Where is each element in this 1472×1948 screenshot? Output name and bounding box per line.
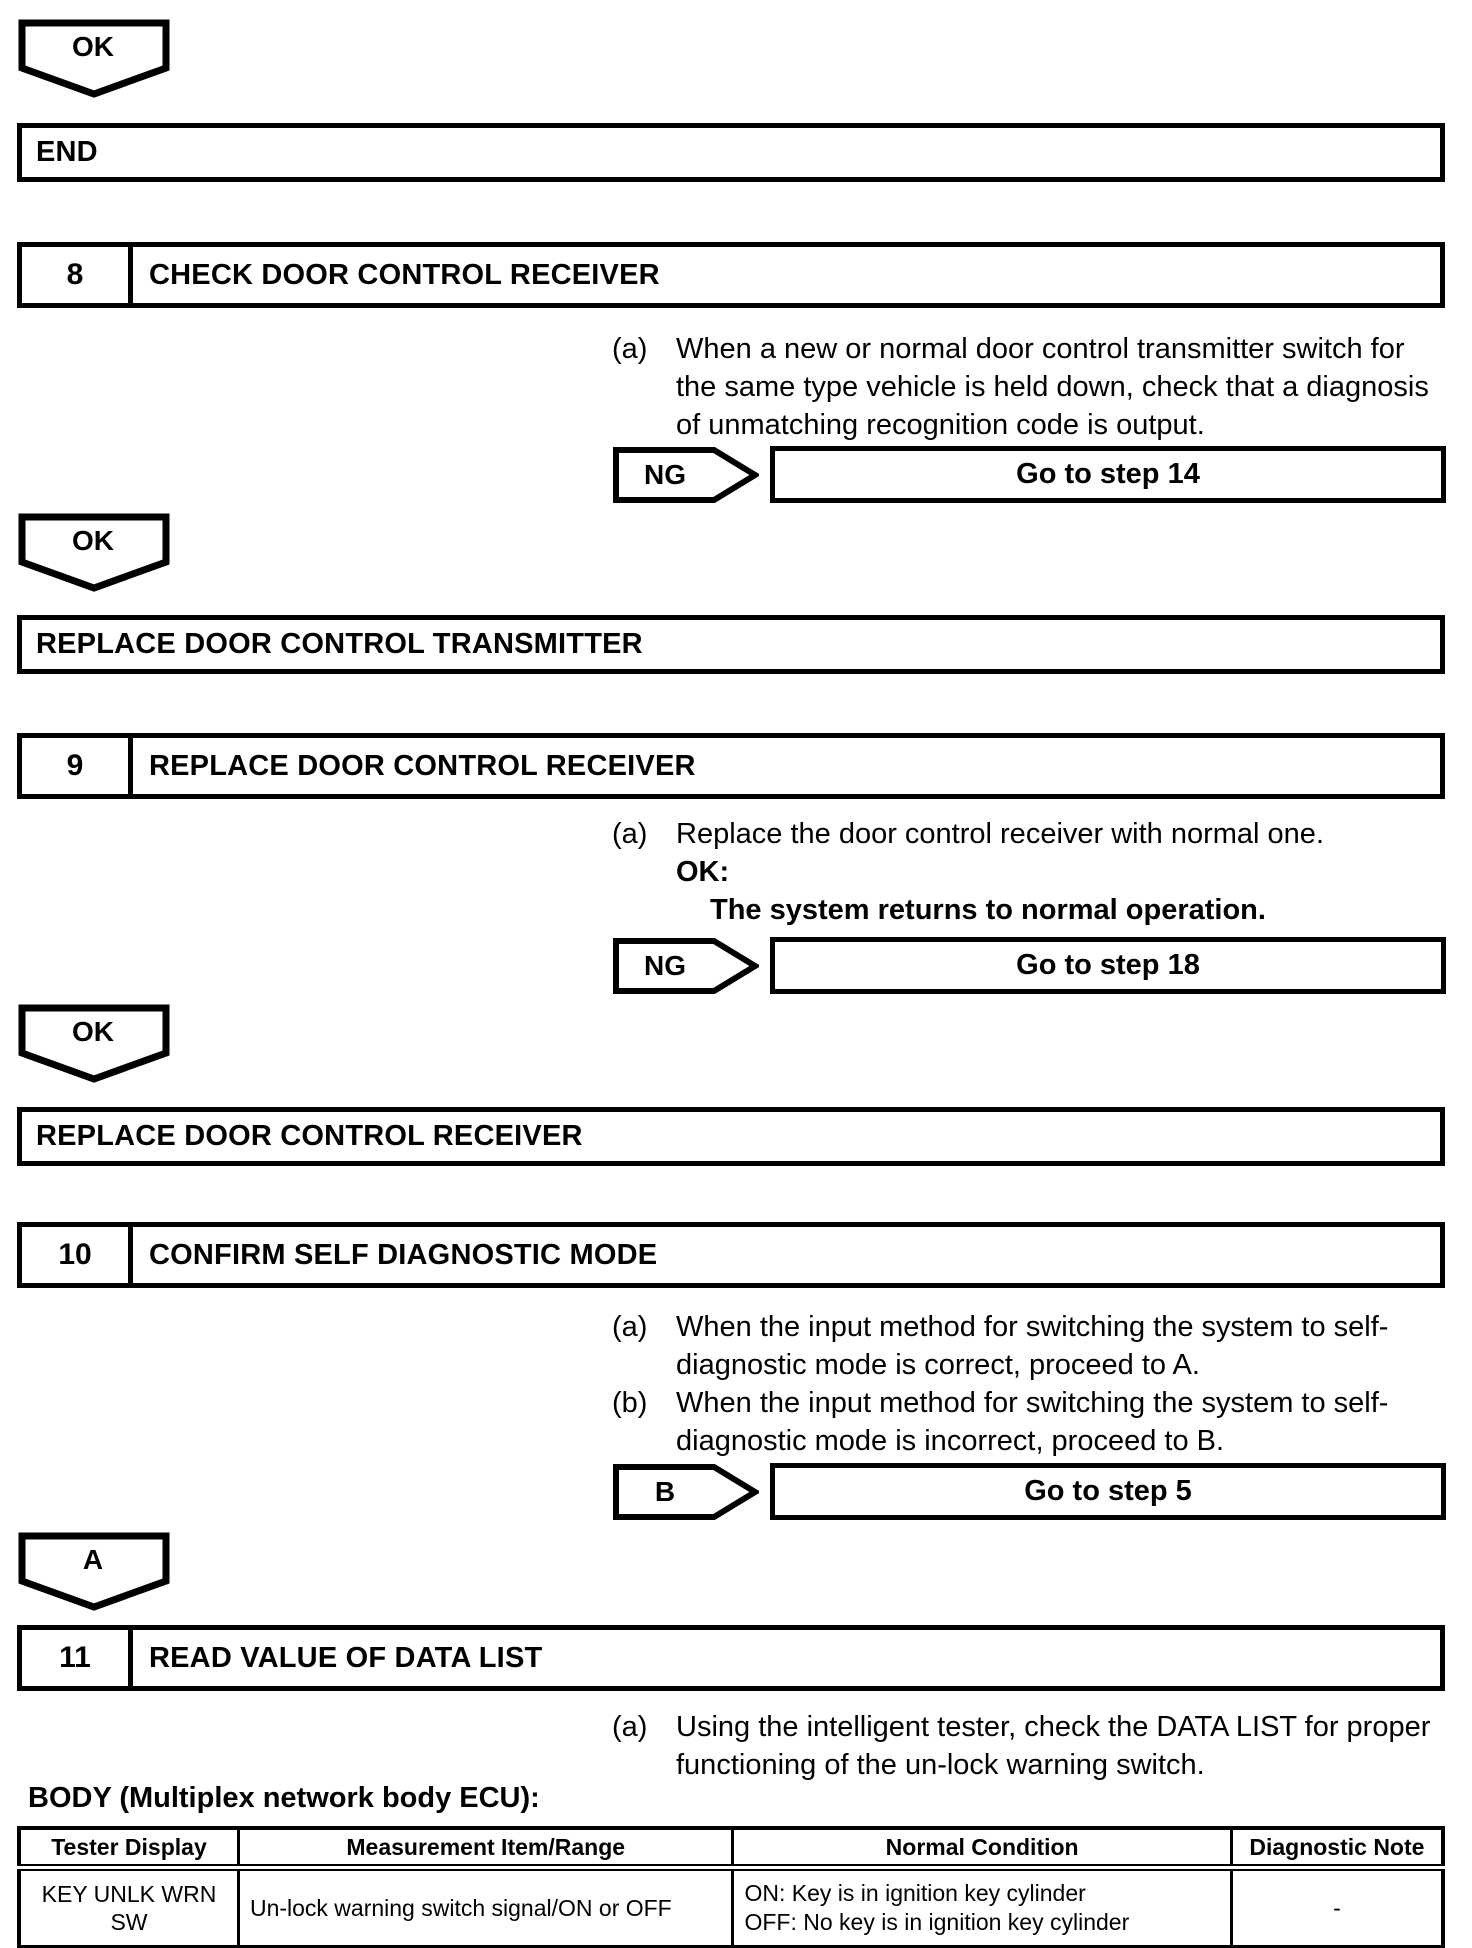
cell-normal-condition: ON: Key is in ignition key cylinder OFF:… bbox=[731, 1866, 1233, 1948]
down-connector-icon bbox=[18, 1532, 170, 1611]
end-label: END bbox=[36, 136, 98, 168]
replace-receiver-box: REPLACE DOOR CONTROL RECEIVER bbox=[17, 1107, 1445, 1166]
end-box: END bbox=[17, 123, 1445, 182]
branch-target-box: Go to step 5 bbox=[770, 1463, 1446, 1520]
step-8-instructions: (a) When a new or normal door control tr… bbox=[612, 330, 1442, 444]
step-11-title: READ VALUE OF DATA LIST bbox=[149, 1641, 543, 1674]
item-text: When a new or normal door control transm… bbox=[676, 333, 1429, 441]
item-label: (a) bbox=[612, 818, 648, 850]
branch-target-label: Go to step 14 bbox=[1016, 458, 1200, 490]
right-arrow-connector-icon bbox=[613, 1464, 759, 1520]
table-header-row: Tester Display Measurement Item/Range No… bbox=[17, 1826, 1445, 1871]
normal-condition-off: OFF: No key is in ignition key cylinder bbox=[744, 1909, 1130, 1935]
table-row: KEY UNLK WRN SW Un-lock warning switch s… bbox=[17, 1866, 1445, 1948]
flow-connector-ok-2: OK bbox=[18, 513, 170, 593]
step-9-branch: NG Go to step 18 bbox=[0, 937, 1472, 995]
branch-tag-ng: NG bbox=[613, 938, 759, 994]
connector-label: OK bbox=[72, 1016, 114, 1047]
item-label: (a) bbox=[612, 1311, 648, 1343]
branch-target-label: Go to step 5 bbox=[1024, 1475, 1192, 1507]
step-11-number: 11 bbox=[22, 1630, 133, 1686]
cell-measurement: Un-lock warning switch signal/ON or OFF bbox=[236, 1866, 735, 1948]
col-header-normal-condition: Normal Condition bbox=[731, 1826, 1233, 1871]
step-8-branch: NG Go to step 14 bbox=[0, 446, 1472, 504]
down-connector-icon bbox=[18, 19, 170, 98]
replace-transmitter-label: REPLACE DOOR CONTROL TRANSMITTER bbox=[36, 628, 643, 660]
replace-receiver-label: REPLACE DOOR CONTROL RECEIVER bbox=[36, 1120, 583, 1152]
step-8-title: CHECK DOOR CONTROL RECEIVER bbox=[149, 258, 660, 291]
connector-label: OK bbox=[72, 31, 114, 62]
step-10-instructions: (a) When the input method for switching … bbox=[612, 1308, 1442, 1460]
data-list-table: Tester Display Measurement Item/Range No… bbox=[17, 1826, 1445, 1948]
step-9-instructions: (a) Replace the door control receiver wi… bbox=[612, 815, 1442, 929]
ok-note-heading: OK: bbox=[676, 856, 730, 888]
replace-transmitter-box: REPLACE DOOR CONTROL TRANSMITTER bbox=[17, 615, 1445, 674]
right-arrow-connector-icon bbox=[613, 938, 759, 994]
branch-tag-b: B bbox=[613, 1464, 759, 1520]
ok-note-text: The system returns to normal operation. bbox=[710, 894, 1266, 926]
flow-connector-ok-3: OK bbox=[18, 1004, 170, 1084]
item-label: (b) bbox=[612, 1387, 648, 1419]
flow-connector-a: A bbox=[18, 1532, 170, 1612]
cell-tester-display: KEY UNLK WRN SW bbox=[17, 1866, 240, 1948]
instruction-item-a: (a) When a new or normal door control tr… bbox=[612, 330, 1442, 444]
col-header-measurement: Measurement Item/Range bbox=[236, 1826, 735, 1871]
instruction-item-a: (a) When the input method for switching … bbox=[612, 1308, 1442, 1384]
item-label: (a) bbox=[612, 333, 648, 365]
step-9-header: 9 REPLACE DOOR CONTROL RECEIVER bbox=[17, 733, 1445, 799]
branch-target-label: Go to step 18 bbox=[1016, 949, 1200, 981]
step-9-title: REPLACE DOOR CONTROL RECEIVER bbox=[149, 749, 696, 782]
connector-label: A bbox=[82, 1544, 104, 1575]
instruction-item-a: (a) Replace the door control receiver wi… bbox=[612, 815, 1442, 853]
down-connector-icon bbox=[18, 513, 170, 592]
flow-connector-ok-1: OK bbox=[18, 19, 170, 99]
data-list-heading: BODY (Multiplex network body ECU): bbox=[28, 1782, 540, 1814]
branch-tag-ng: NG bbox=[613, 447, 759, 503]
item-text: When the input method for switching the … bbox=[676, 1311, 1389, 1381]
branch-tag-label: NG bbox=[644, 950, 686, 981]
step-9-number: 9 bbox=[22, 738, 133, 794]
cell-diagnostic-note: - bbox=[1229, 1866, 1445, 1948]
item-text: Using the intelligent tester, check the … bbox=[676, 1711, 1431, 1781]
branch-tag-label: NG bbox=[644, 459, 686, 490]
connector-label: OK bbox=[72, 525, 114, 556]
item-text: Replace the door control receiver with n… bbox=[676, 818, 1324, 850]
branch-target-box: Go to step 14 bbox=[770, 446, 1446, 503]
step-10-number: 10 bbox=[22, 1227, 133, 1283]
col-header-diagnostic-note: Diagnostic Note bbox=[1229, 1826, 1445, 1871]
branch-tag-label: B bbox=[654, 1476, 676, 1507]
col-header-tester-display: Tester Display bbox=[17, 1826, 240, 1871]
right-arrow-connector-icon bbox=[613, 447, 759, 503]
step-8-number: 8 bbox=[22, 247, 133, 303]
branch-target-box: Go to step 18 bbox=[770, 937, 1446, 994]
instruction-item-a: (a) Using the intelligent tester, check … bbox=[612, 1708, 1442, 1784]
instruction-item-b: (b) When the input method for switching … bbox=[612, 1384, 1442, 1460]
step-8-header: 8 CHECK DOOR CONTROL RECEIVER bbox=[17, 242, 1445, 308]
item-label: (a) bbox=[612, 1711, 648, 1743]
down-connector-icon bbox=[18, 1004, 170, 1083]
item-text: When the input method for switching the … bbox=[676, 1387, 1389, 1457]
step-10-header: 10 CONFIRM SELF DIAGNOSTIC MODE bbox=[17, 1222, 1445, 1288]
step-11-header: 11 READ VALUE OF DATA LIST bbox=[17, 1625, 1445, 1691]
step-10-title: CONFIRM SELF DIAGNOSTIC MODE bbox=[149, 1238, 658, 1271]
step-10-branch: B Go to step 5 bbox=[0, 1463, 1472, 1521]
step-11-instructions: (a) Using the intelligent tester, check … bbox=[612, 1708, 1442, 1784]
normal-condition-on: ON: Key is in ignition key cylinder bbox=[744, 1880, 1086, 1906]
